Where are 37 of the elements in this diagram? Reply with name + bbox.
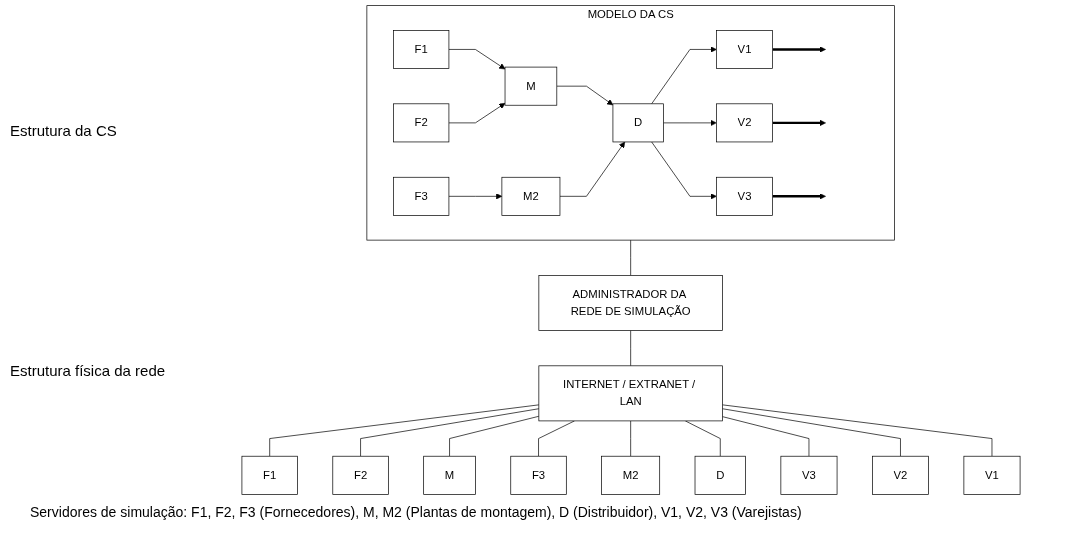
connector bbox=[684, 420, 721, 457]
node-box: V3 bbox=[716, 176, 773, 216]
connector bbox=[538, 420, 575, 457]
node-box: D bbox=[612, 103, 664, 143]
node-box: F3 bbox=[510, 455, 567, 495]
connector bbox=[722, 408, 901, 457]
node-box: V1 bbox=[963, 455, 1021, 495]
node-box: F3 bbox=[393, 176, 450, 216]
node-box: M bbox=[423, 455, 476, 495]
connector bbox=[630, 420, 631, 457]
side-label: Estrutura física da rede bbox=[10, 361, 167, 379]
node-box: D bbox=[694, 455, 746, 495]
connector bbox=[449, 415, 540, 457]
arrow bbox=[772, 119, 826, 126]
connector bbox=[630, 330, 631, 367]
caption-note: Servidores de simulação: F1, F2, F3 (Fornecedores), M, M2 (Plantas de montagem), D (Distribuidor), V1, V2, V3 (Varejistas) bbox=[30, 504, 803, 520]
node-box: M2 bbox=[601, 455, 661, 495]
node-box: INTERNET / EXTRANET / LAN bbox=[538, 365, 723, 422]
arrow bbox=[772, 46, 826, 53]
connector bbox=[360, 408, 540, 457]
connector bbox=[269, 404, 540, 457]
node-box: V2 bbox=[872, 455, 929, 495]
node-box: V2 bbox=[716, 103, 773, 143]
connector bbox=[722, 404, 993, 457]
side-label: Estrutura da CS bbox=[10, 121, 118, 139]
node-box: V1 bbox=[716, 30, 773, 69]
node-box: F1 bbox=[393, 30, 450, 69]
node-box: F2 bbox=[393, 103, 450, 143]
node-box: F2 bbox=[332, 455, 389, 495]
node-box: M2 bbox=[501, 176, 561, 216]
arrow bbox=[772, 193, 826, 200]
node-box: ADMINISTRADOR DA REDE DE SIMULAÇÃO bbox=[538, 275, 723, 331]
connector bbox=[630, 239, 631, 276]
connector bbox=[722, 416, 810, 457]
node-box: M bbox=[504, 66, 558, 106]
node-box: V3 bbox=[780, 455, 838, 495]
node-box: F1 bbox=[241, 455, 298, 495]
